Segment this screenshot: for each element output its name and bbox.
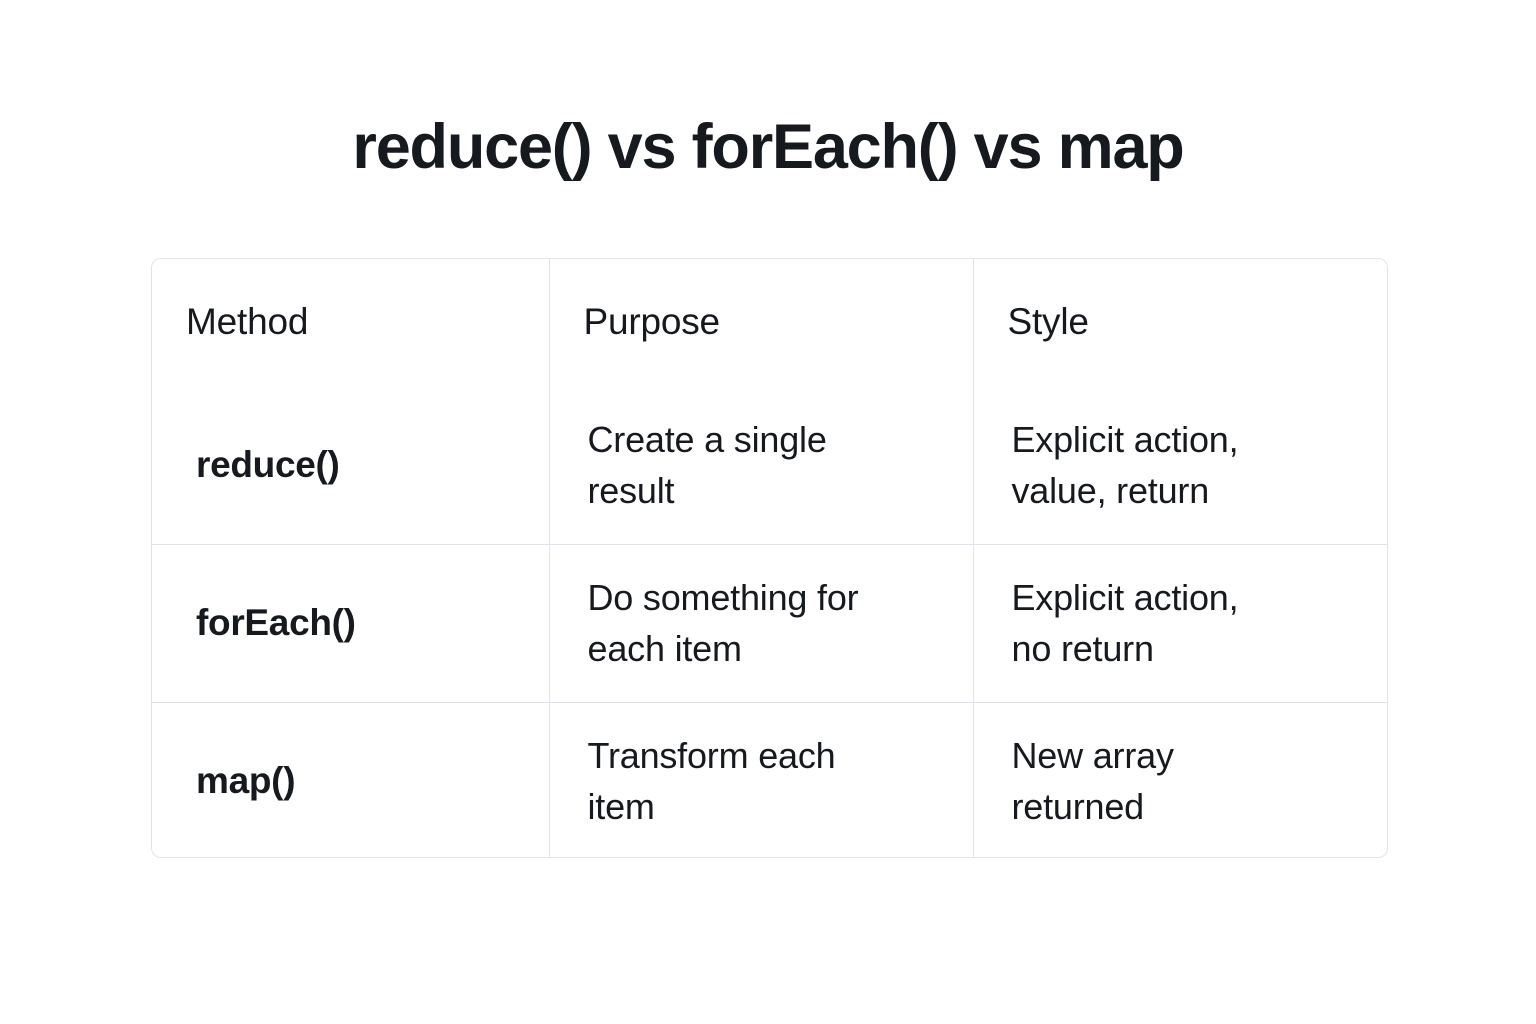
comparison-table-container: Method Purpose Style reduce() Create a s… <box>151 258 1388 858</box>
comparison-table: Method Purpose Style reduce() Create a s… <box>152 259 1387 857</box>
cell-text-line: returned <box>1011 785 1145 827</box>
cell-text-line: Create a single <box>587 418 827 460</box>
cell-method-map: map() <box>152 702 550 857</box>
cell-text-line: no return <box>1011 628 1154 669</box>
cell-text-line: Transform each <box>587 734 836 776</box>
cell-text-line: value, return <box>1011 469 1210 511</box>
cell-style-reduce: Explicit action, value, return <box>973 386 1387 545</box>
table-header: Method Purpose Style <box>152 259 1387 386</box>
cell-method-foreach: forEach() <box>152 544 550 703</box>
cell-text-line: Do something for <box>587 576 859 618</box>
table-row: reduce() Create a single result Explicit… <box>152 386 1387 545</box>
cell-method-reduce: reduce() <box>152 386 550 545</box>
cell-purpose-reduce: Create a single result <box>549 386 974 545</box>
cell-text-line: item <box>587 785 655 827</box>
table-header-row: Method Purpose Style <box>152 259 1387 386</box>
cell-text-line: result <box>587 469 675 511</box>
cell-text-line: New array <box>1011 734 1174 776</box>
cell-style-foreach: Explicit action, no return <box>973 544 1387 703</box>
cell-style-map: New array returned <box>973 702 1387 857</box>
cell-purpose-foreach: Do something for each item <box>549 544 974 703</box>
table-row: map() Transform each item New array retu… <box>152 702 1387 857</box>
column-header-method: Method <box>152 259 550 386</box>
page-title: reduce() vs forEach() vs map <box>352 112 1184 182</box>
table-row: forEach() Do something for each item Exp… <box>152 544 1387 703</box>
column-header-style: Style <box>973 259 1387 386</box>
column-header-purpose: Purpose <box>549 259 974 386</box>
cell-text-line: each item <box>587 628 742 669</box>
cell-purpose-map: Transform each item <box>549 702 974 857</box>
cell-text-line: Explicit action, <box>1011 576 1239 618</box>
cell-text-line: Explicit action, <box>1011 418 1239 460</box>
table-body: reduce() Create a single result Explicit… <box>152 386 1387 857</box>
